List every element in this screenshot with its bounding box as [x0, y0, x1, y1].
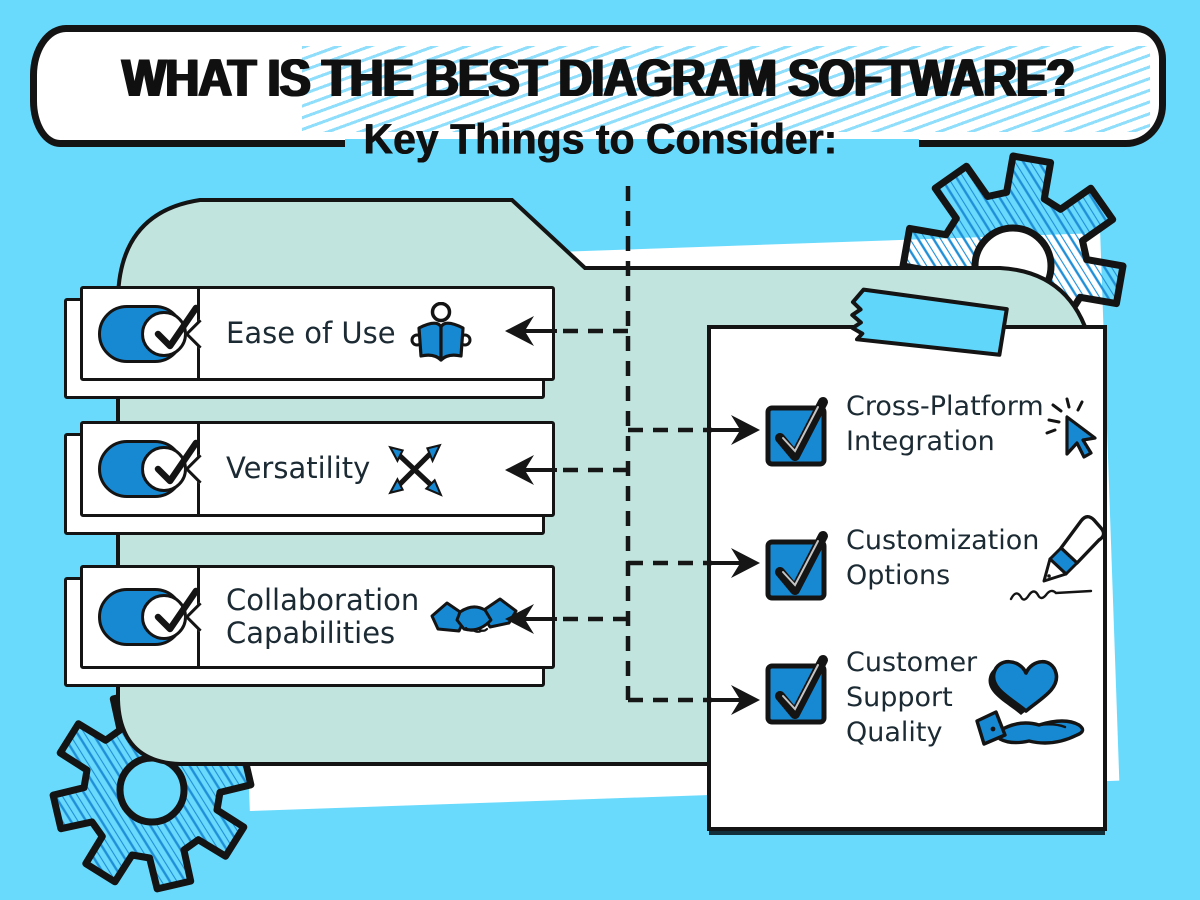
checklist-panel: Cross-Platform Integration Customization…	[707, 325, 1107, 831]
feature-label: Versatility	[226, 451, 371, 486]
bottom-left-gear-icon	[49, 687, 255, 893]
title-highlight-hatch	[302, 46, 1150, 132]
feature-bar-ease-of-use: Ease of Use	[64, 286, 555, 399]
page-title: WHAT IS THE BEST DIAGRAM SOFTWARE?	[121, 47, 1075, 108]
bar-divider	[197, 287, 200, 380]
handshake-icon	[430, 597, 518, 633]
feature-bar-versatility: Versatility	[64, 421, 555, 535]
feature-label: Ease of Use	[226, 315, 396, 350]
heart-in-hand-icon	[975, 659, 1085, 746]
feature-bar-collaboration: Collaboration Capabilities	[64, 565, 555, 687]
crossed-arrows-icon	[388, 443, 444, 497]
reading-person-icon	[410, 301, 472, 362]
toggle-knob	[141, 439, 200, 492]
toggle-ease-of-use[interactable]	[98, 304, 200, 363]
page-subtitle: Key Things to Consider:	[363, 114, 837, 164]
bar-divider	[197, 566, 200, 668]
toggle-knob	[141, 304, 200, 357]
cursor-click-icon	[1045, 397, 1097, 459]
checkbox-cross-platform[interactable]	[763, 391, 831, 467]
toggle-knob	[141, 587, 200, 640]
checkbox-customer-support[interactable]	[763, 649, 831, 725]
title-banner: WHAT IS THE BEST DIAGRAM SOFTWARE?	[30, 25, 1166, 147]
banner-edge-gap	[345, 139, 919, 156]
pen-writing-icon	[1009, 515, 1106, 601]
feature-label: Collaboration Capabilities	[226, 582, 420, 650]
checkbox-customization[interactable]	[763, 525, 831, 601]
toggle-collaboration[interactable]	[98, 587, 200, 646]
bar-divider	[197, 422, 200, 516]
toggle-versatility[interactable]	[98, 439, 200, 498]
